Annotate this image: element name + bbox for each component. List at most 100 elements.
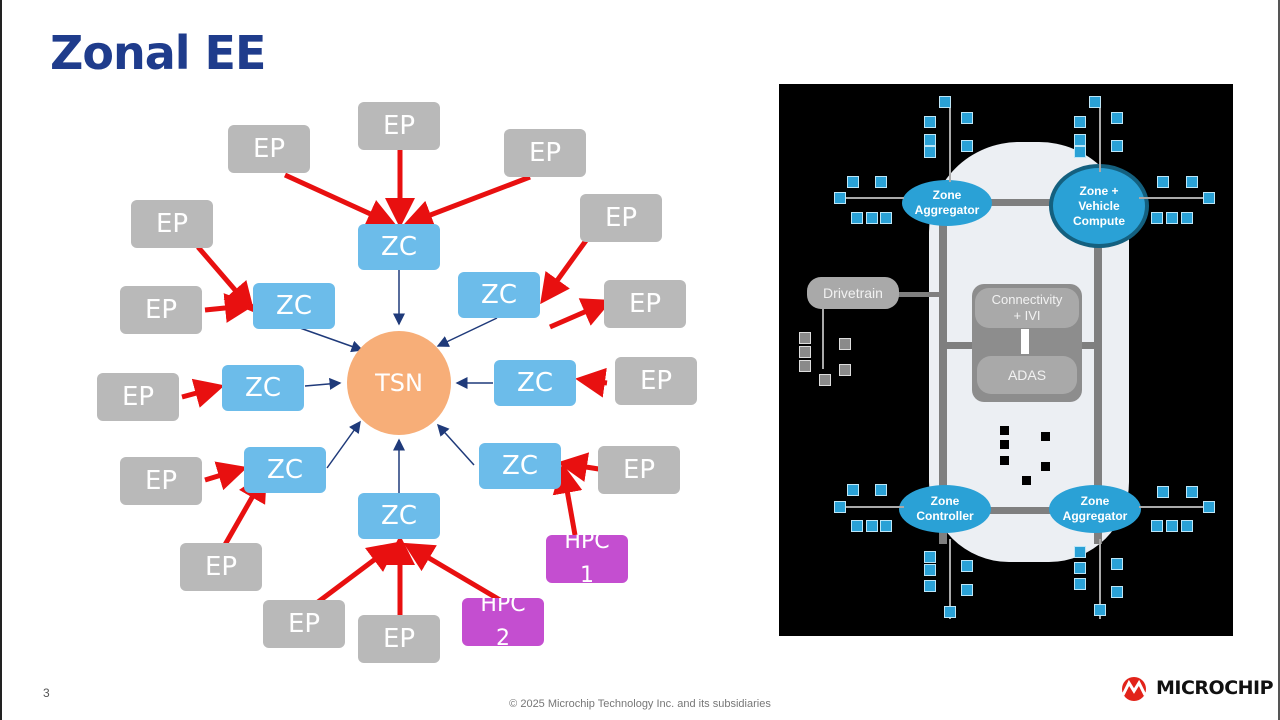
endpoint-square — [880, 212, 892, 224]
endpoint-square — [1094, 604, 1106, 616]
zonal-architecture-diagram: TSN ZC ZC ZC ZC ZC ZC ZC ZC EP EP EP EP … — [97, 102, 697, 663]
endpoint-square — [799, 332, 811, 344]
endpoint-square — [1151, 520, 1163, 532]
endpoint-square — [1181, 212, 1193, 224]
ep-node: EP — [263, 600, 345, 648]
zc-upper-right: ZC — [458, 272, 540, 318]
endpoint-square — [1074, 562, 1086, 574]
frame-bar — [889, 292, 941, 297]
bus-line — [1099, 539, 1101, 619]
endpoint-square — [1166, 520, 1178, 532]
endpoint-square — [1041, 432, 1050, 441]
hpc-1-node: HPC 1 — [546, 535, 628, 583]
endpoint-square — [961, 140, 973, 152]
endpoint-square — [924, 134, 936, 146]
endpoint-square — [875, 484, 887, 496]
zone-aggregator-rear-right: Zone Aggregator — [1049, 485, 1141, 533]
red-link-arrow — [181, 378, 225, 408]
ep-node: EP — [120, 286, 202, 334]
endpoint-square — [839, 364, 851, 376]
blue-link-arrow — [436, 317, 498, 347]
endpoint-square — [1111, 558, 1123, 570]
endpoint-square — [1000, 456, 1009, 465]
ep-node: EP — [228, 125, 310, 173]
endpoint-square — [1166, 212, 1178, 224]
drivetrain-label: Drivetrain — [807, 277, 899, 309]
ep-node: EP — [358, 615, 440, 663]
bus-line — [822, 309, 824, 369]
endpoint-square — [924, 146, 936, 158]
endpoint-square — [839, 338, 851, 350]
zc-right: ZC — [494, 360, 576, 406]
ep-node: EP — [504, 129, 586, 177]
endpoint-square — [875, 176, 887, 188]
ep-node: EP — [180, 543, 262, 591]
red-link-arrow — [575, 367, 608, 398]
zone-vehicle-compute: Zone + Vehicle Compute — [1049, 164, 1149, 248]
endpoint-square — [1181, 520, 1193, 532]
red-link-arrow — [316, 542, 398, 604]
microchip-logo-icon — [1121, 677, 1147, 701]
ep-node: EP — [604, 280, 686, 328]
blue-link-arrow — [299, 327, 364, 353]
slide-left-border — [0, 0, 2, 720]
red-link-arrow — [402, 174, 531, 229]
ep-node: EP — [598, 446, 680, 494]
slide-title: Zonal EE — [50, 26, 266, 80]
endpoint-square — [866, 212, 878, 224]
endpoint-square — [847, 484, 859, 496]
endpoint-square — [1186, 176, 1198, 188]
endpoint-square — [1186, 486, 1198, 498]
red-link-arrow — [540, 233, 593, 305]
ep-node: EP — [97, 373, 179, 421]
endpoint-square — [1022, 476, 1031, 485]
endpoint-square — [1000, 440, 1009, 449]
bus-line — [1139, 506, 1209, 508]
connectivity-ivi-label: Connectivity + IVI — [975, 288, 1079, 328]
endpoint-square — [851, 212, 863, 224]
ep-node: EP — [131, 200, 213, 248]
endpoint-square — [1074, 578, 1086, 590]
endpoint-square — [1074, 116, 1086, 128]
zc-lower-right: ZC — [479, 443, 561, 489]
endpoint-square — [1203, 501, 1215, 513]
endpoint-square — [939, 96, 951, 108]
endpoint-square — [1111, 140, 1123, 152]
red-link-arrow — [204, 293, 255, 323]
endpoint-square — [1074, 146, 1086, 158]
zc-top: ZC — [358, 224, 440, 270]
endpoint-square — [944, 606, 956, 618]
bus-line — [834, 197, 904, 199]
connector — [1021, 329, 1029, 354]
endpoint-square — [819, 374, 831, 386]
endpoint-square — [799, 346, 811, 358]
endpoint-square — [866, 520, 878, 532]
endpoint-square — [924, 580, 936, 592]
ep-node: EP — [358, 102, 440, 150]
endpoint-square — [851, 520, 863, 532]
endpoint-square — [1111, 112, 1123, 124]
ep-node: EP — [615, 357, 697, 405]
red-link-arrow — [204, 461, 248, 491]
blue-link-arrow — [304, 377, 342, 390]
endpoint-square — [799, 360, 811, 372]
endpoint-square — [847, 176, 859, 188]
red-link-arrow — [552, 463, 583, 536]
bus-line — [949, 102, 951, 182]
frame-bar — [939, 202, 947, 544]
page-number: 3 — [43, 686, 50, 700]
bus-line — [949, 539, 951, 619]
bus-line — [1139, 197, 1209, 199]
zone-aggregator-front-left: Zone Aggregator — [902, 180, 992, 226]
red-link-arrow — [403, 542, 502, 603]
blue-link-arrow — [436, 423, 475, 466]
endpoint-square — [1041, 462, 1050, 471]
endpoint-square — [880, 520, 892, 532]
endpoint-square — [1111, 586, 1123, 598]
zc-upper-left: ZC — [253, 283, 335, 329]
endpoint-square — [1000, 426, 1009, 435]
zone-controller-rear-left: Zone Controller — [899, 485, 991, 533]
bus-line — [1099, 102, 1101, 172]
endpoint-square — [1074, 134, 1086, 146]
endpoint-square — [1157, 176, 1169, 188]
